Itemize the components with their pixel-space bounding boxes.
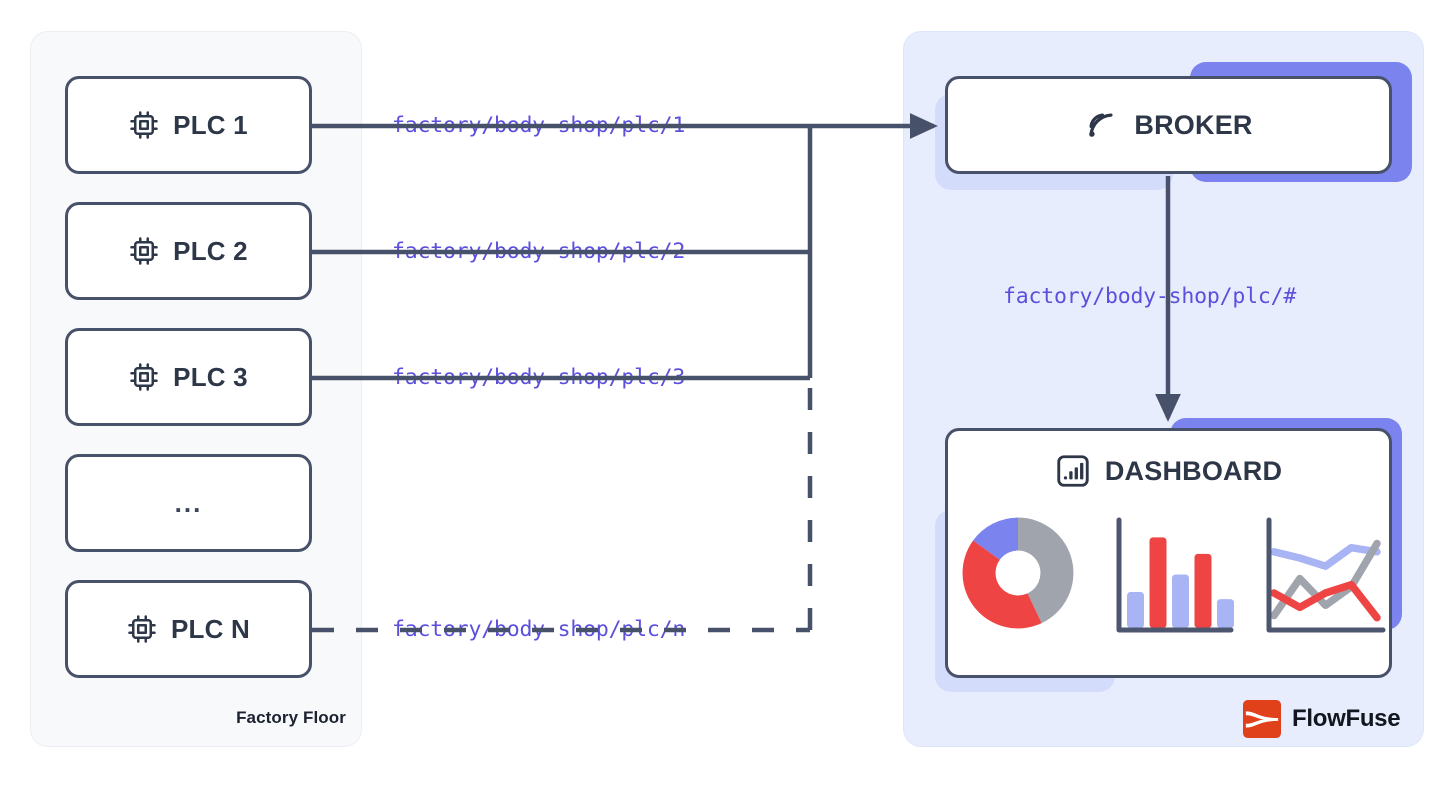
plc-card-3[interactable]: PLC 3: [65, 328, 312, 426]
plc-card-label: PLC 3: [173, 361, 248, 392]
plc-card-n[interactable]: PLC N: [65, 580, 312, 678]
dashboard-charts: [952, 507, 1386, 639]
bar-chart-icon: [1057, 455, 1089, 487]
plc-card-label: PLC N: [171, 613, 250, 644]
bar: [1126, 591, 1144, 628]
bar-chart: [1116, 517, 1234, 633]
plc-card-2[interactable]: PLC 2: [65, 202, 312, 300]
flowfuse-logo: FlowFuse: [1243, 700, 1401, 738]
line-series: [1269, 543, 1381, 570]
bar: [1216, 599, 1234, 628]
dashboard-card[interactable]: DASHBOARD: [945, 428, 1392, 678]
line-series: [1269, 539, 1381, 620]
line-chart: [1266, 517, 1385, 633]
bar: [1194, 553, 1211, 628]
factory-floor-label: Factory Floor: [236, 708, 346, 727]
donut-chart: [962, 517, 1073, 629]
signal-icon: [1089, 113, 1113, 137]
cpu-icon: [130, 237, 158, 265]
line-chart-axes: [1266, 517, 1385, 633]
plc-card-label: PLC 2: [173, 235, 248, 266]
broker-card[interactable]: BROKER: [945, 76, 1392, 174]
bar: [1171, 574, 1189, 628]
plc-card-1[interactable]: PLC 1: [65, 76, 312, 174]
plc-card-ellipsis: ...: [65, 454, 312, 552]
donut-slice: [1017, 517, 1073, 624]
bar-chart-axes: [1116, 517, 1233, 633]
topic-label-subscription: factory/body-shop/plc/#: [1003, 284, 1297, 309]
bar: [1149, 537, 1166, 628]
cpu-icon: [128, 615, 156, 643]
flowfuse-mark-icon: [1243, 700, 1281, 738]
flowfuse-wordmark: FlowFuse: [1292, 705, 1401, 732]
cpu-icon: [130, 111, 158, 139]
ellipsis-label: ...: [174, 487, 203, 518]
line-series: [1269, 580, 1381, 622]
dashboard-title-row: DASHBOARD: [1055, 453, 1282, 489]
dashboard-card-label: DASHBOARD: [1104, 455, 1283, 486]
plc-card-label: PLC 1: [173, 109, 248, 140]
broker-card-label: BROKER: [1134, 109, 1253, 140]
cpu-icon: [130, 363, 158, 391]
